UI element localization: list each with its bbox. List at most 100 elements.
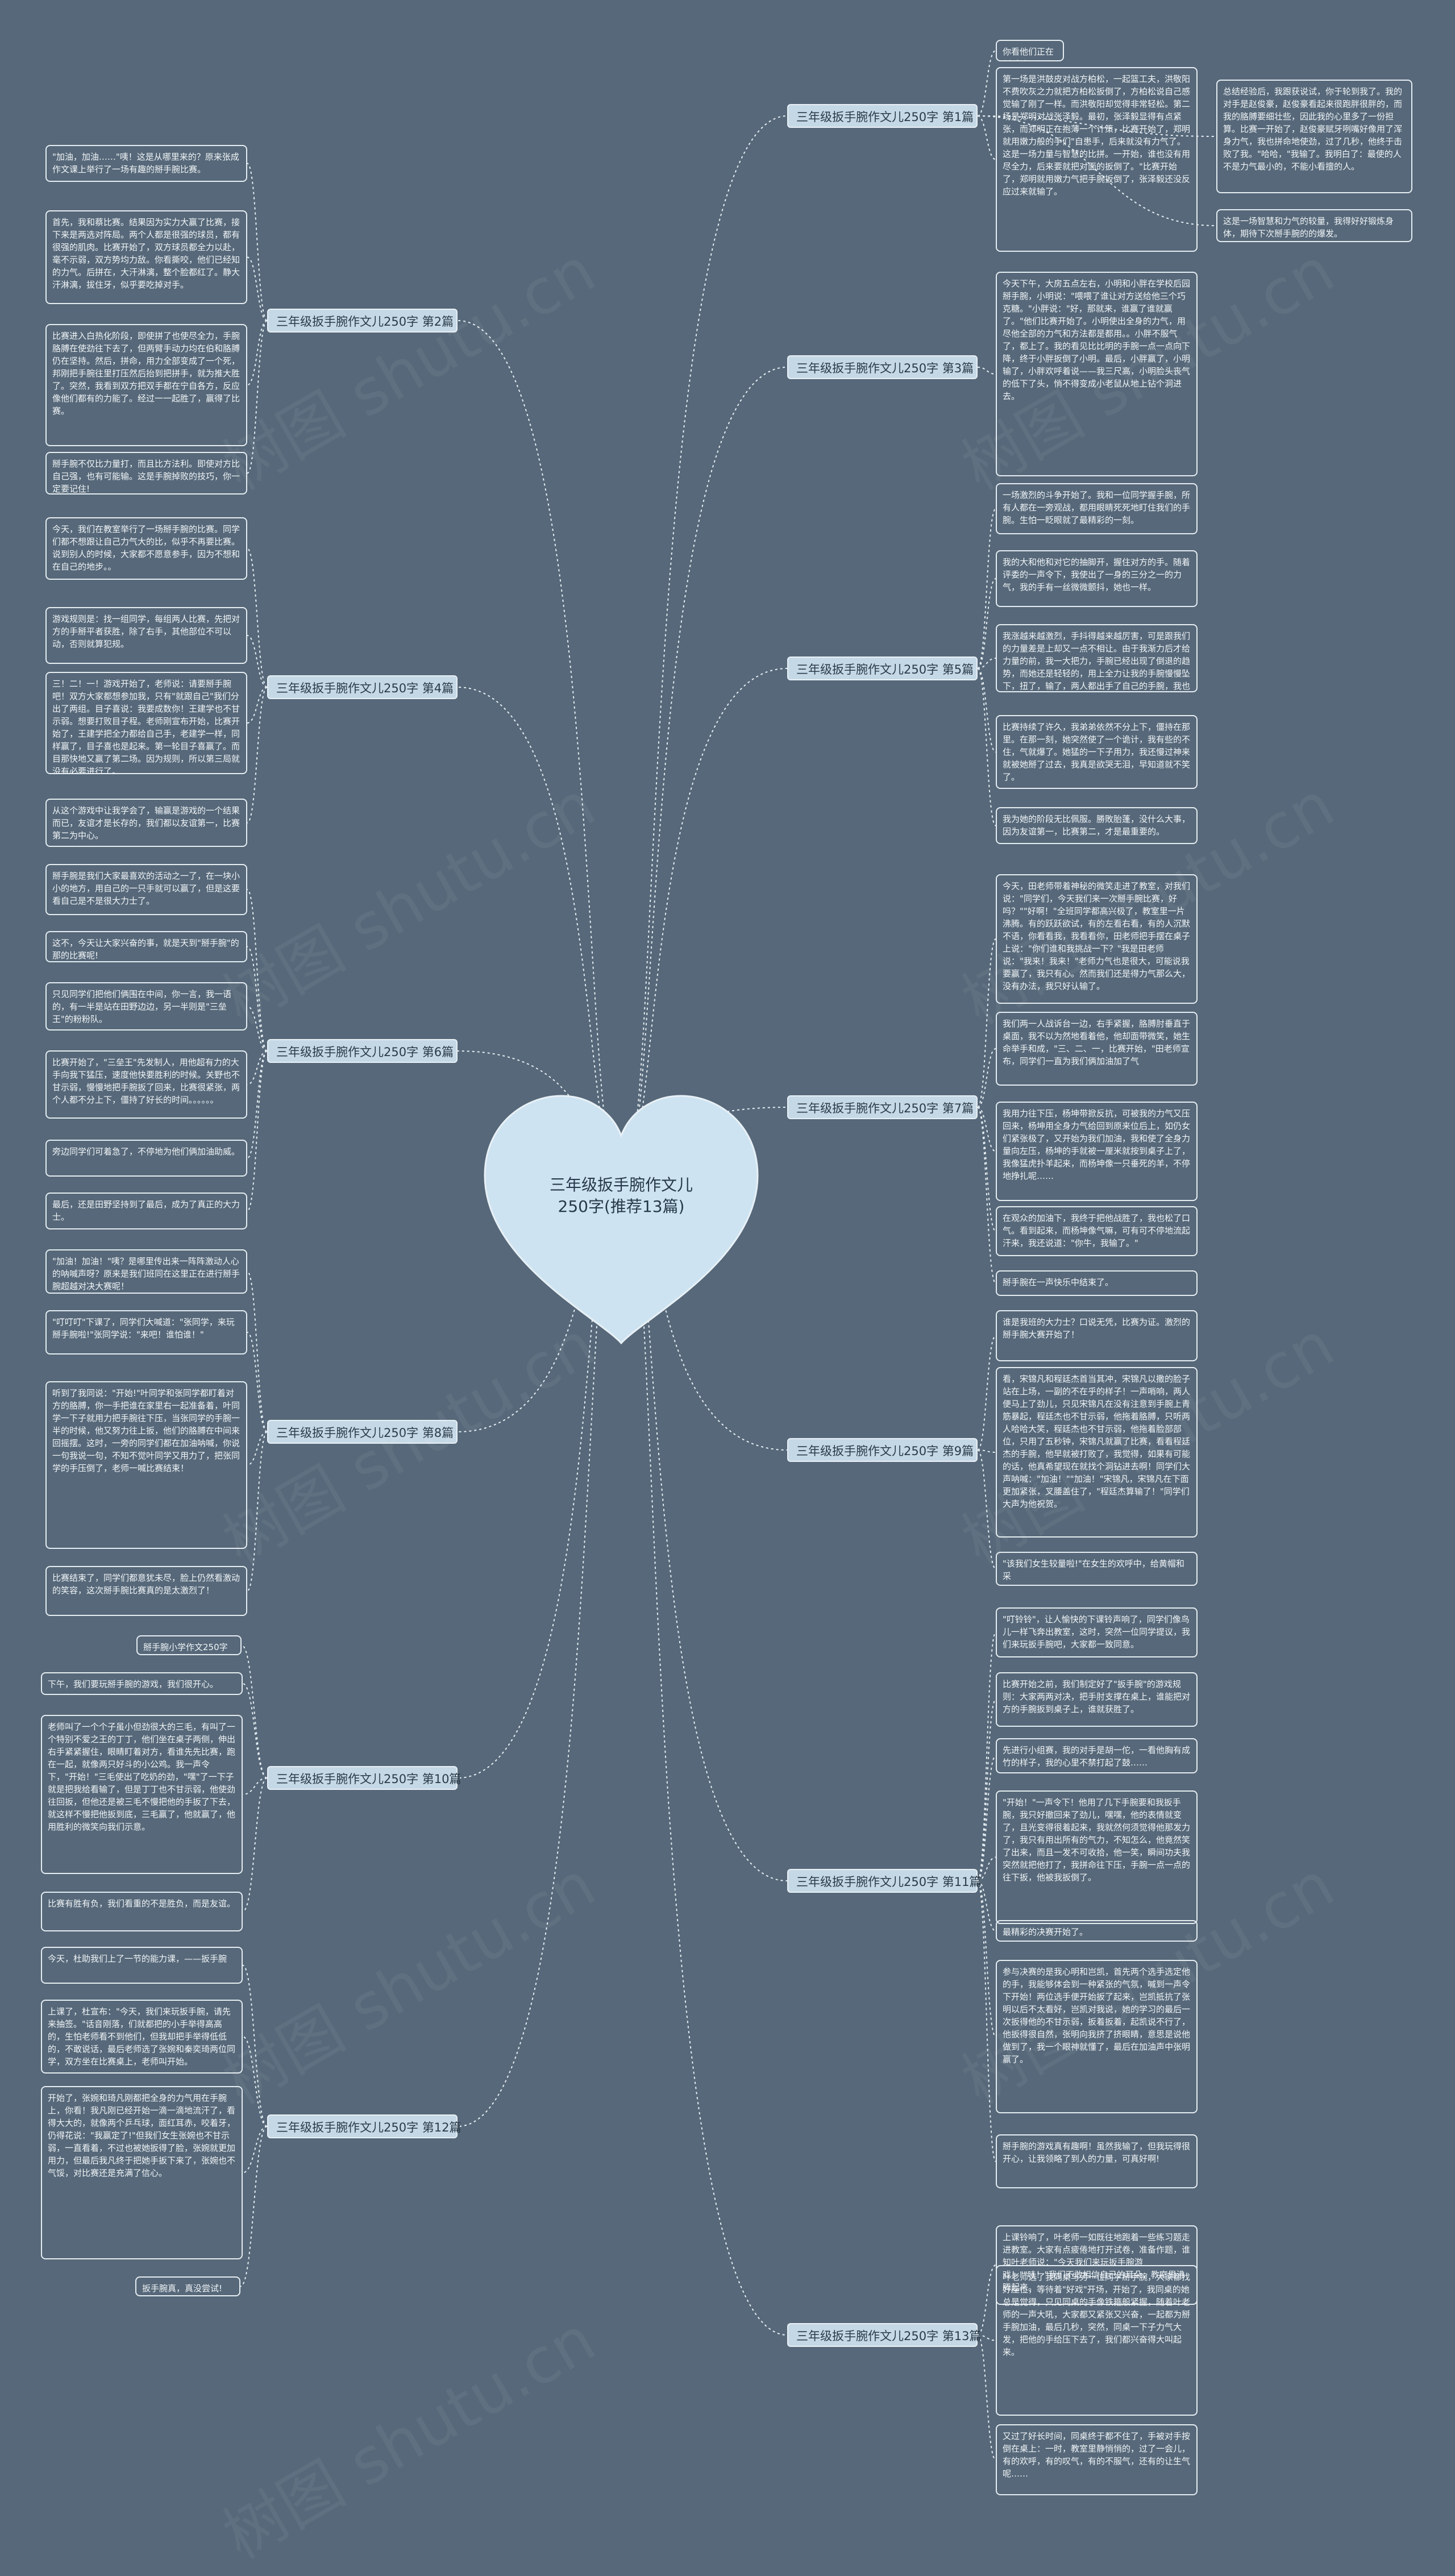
leaf-note: 三！二！一！游戏开始了，老师说：请要掰手腕吧！双方大家都想参加我，只有"就跟自己…	[45, 672, 247, 774]
branch-to-leaf-line	[242, 1777, 268, 1795]
leaf-note: "开始！"一声令下！他用了几下手腕要和我扳手腕，我只好撤回来了劲儿，嘿嘿，他的表…	[996, 1790, 1198, 1924]
branch-to-leaf-line	[977, 1048, 996, 1108]
leaf-note: 比赛开始之前，我们制定好了"扳手腕"的游戏规则：大家两两对决，把手肘支撑在桌上，…	[996, 1672, 1198, 1727]
leaf-note: 听到了我同说："开始!"叶同学和张同学都盯着对方的胳膊，你一手把谁在家里右一起准…	[45, 1381, 247, 1549]
branch-to-leaf-line	[247, 1006, 268, 1052]
branch-node[interactable]: 三年级扳手腕作文儿250字 第12篇	[267, 2114, 461, 2138]
leaf-note: 我为她的阶段无比佩服。勝敗胎蓬，没什么大事，因为友谊第一，比赛第二，才是最重要的…	[996, 807, 1198, 844]
leaf-note: 最后，还是田野坚持到了最后，成为了真正的大力士。	[45, 1193, 247, 1229]
leaf-note: 我的大和他和对它的抽脚开，握住对方的手。随着评委的一声令下，我使出了一身的三分之…	[996, 550, 1198, 607]
branch-to-leaf-line	[977, 1107, 996, 1284]
branch-to-leaf-line	[242, 1683, 268, 1779]
branch-to-leaf-line	[242, 2036, 268, 2127]
leaf-note: 比赛进入白热化阶段，即使拼了也使尽全力，手腕胳膊在使劲往下去了，但两臂手动力均在…	[45, 324, 247, 446]
leaf-note: 今天，杜助我们上了一节的能力课，——扳手腕	[41, 1947, 243, 1984]
leaf-note: 比赛有胜有负，我们看重的不是胜负，而是友谊。	[41, 1892, 243, 1931]
leaf-note: "加油！加油！"咦？是哪里传出来一阵阵激动人心的呐喊声呀？原来是我们班同在这里正…	[45, 1249, 247, 1294]
branch-to-leaf-line	[247, 1050, 268, 1212]
leaf-note: "加油，加油……"咦！这是从哪里来的？原来张成作文课上举行了一场有趣的掰手腕比赛…	[45, 145, 247, 182]
leaf-note: 谁是我班的大力士？口说无凭，比赛为证。激烈的掰手腕大赛开始了！	[996, 1310, 1198, 1361]
leaf-note: 一场激烈的斗争开始了。我和一位同学握手腕，所有人都在一旁观战，都用眼睛死死地盯住…	[996, 483, 1198, 534]
leaf-note: "叮叮叮"下课了，同学们大喊道："张同学，来玩掰手腕啦!"张同学说："来吧！谁怕…	[45, 1310, 247, 1355]
branch-to-leaf-line	[977, 1880, 996, 2037]
leaf-note: 叶老师选了我同桌与另一位同学掰手腕，大家都找好座位，等待着"好戏"开场，开始了，…	[996, 2265, 1198, 2416]
branch-to-leaf-line	[977, 2265, 996, 2336]
leaf-note: 上课了，杜宣布："今天，我们来玩扳手腕，请先来抽签。"话音刚落，们就都把的小手举…	[41, 2000, 243, 2074]
central-topic[interactable]: 三年级扳手腕作文儿250字(推荐13篇)	[479, 1090, 763, 1352]
branch-to-leaf-line	[247, 687, 268, 724]
branch-node[interactable]: 三年级扳手腕作文儿250字 第1篇	[787, 104, 978, 128]
leaf-note: 先进行小组赛，我的对手是胡一佗，一看他胸有成竹的样子，我的心里不禁打起了鼓……	[996, 1738, 1198, 1773]
branch-node[interactable]: 三年级扳手腕作文儿250字 第10篇	[267, 1766, 461, 1790]
branch-to-leaf-line	[247, 163, 268, 321]
branch-node[interactable]: 三年级扳手腕作文儿250字 第3篇	[787, 355, 978, 379]
branch-to-leaf-line	[247, 320, 268, 386]
branch-to-leaf-line	[242, 1964, 268, 2127]
branch-to-leaf-line	[242, 2126, 268, 2174]
branch-to-leaf-line	[977, 668, 996, 753]
center-to-branch-line	[625, 115, 788, 1166]
branch-to-leaf-line	[977, 115, 1217, 137]
branch-to-leaf-line	[241, 1644, 268, 1779]
leaf-note: 参与决赛的是我心明和岂凯，首先两个选手选定他的手，我能够体会到一种紧张的气氛，喊…	[996, 1960, 1198, 2113]
leaf-note: 最精彩的决赛开始了。	[996, 1920, 1198, 1942]
branch-node[interactable]: 三年级扳手腕作文儿250字 第8篇	[267, 1420, 458, 1444]
leaf-note: 掰手腕不仅比力量打，而且比方法利。即使对方比自己强，也有可能输。这是手腕掉败的技…	[45, 452, 247, 495]
leaf-note: "叮铃铃"，让人愉快的下课铃声响了，同学们像鸟儿一样飞奔出教室，这时，突然一位同…	[996, 1607, 1198, 1657]
branch-node[interactable]: 三年级扳手腕作文儿250字 第13篇	[787, 2323, 981, 2347]
leaf-note: 下午，我们要玩掰手腕的游戏，我们很开心。	[41, 1672, 243, 1695]
branch-to-leaf-line	[977, 578, 996, 669]
center-to-branch-line	[457, 320, 617, 1166]
branch-to-leaf-line	[247, 1431, 268, 1466]
leaf-note: "该我们女生较量啦!"在女生的欢呼中，给黄帽和采	[996, 1552, 1198, 1586]
branch-to-leaf-line	[247, 548, 268, 688]
leaf-note: 掰手腕是我们大家最喜欢的活动之一了，在一块小小的地方，用自己的一只手就可以赢了，…	[45, 864, 247, 915]
branch-to-leaf-line	[977, 1755, 996, 1881]
branch-to-leaf-line	[247, 1332, 268, 1432]
leaf-note: 掰手腕小学作文250字	[136, 1635, 242, 1655]
leaf-note: 我用力往下压，杨坤带掀反抗，可被我的力气又压回来，杨坤用全身力气给回到原来位后上…	[996, 1102, 1198, 1201]
branch-to-leaf-line	[977, 2334, 996, 2461]
leaf-note: 我涨越来越激烈，手抖得越来越厉害，可是跟我们的力量差是上却又一点不相让。由于我渐…	[996, 624, 1198, 692]
branch-node[interactable]: 三年级扳手腕作文儿250字 第5篇	[787, 657, 978, 680]
branch-node[interactable]: 三年级扳手腕作文儿250字 第4篇	[267, 675, 458, 699]
branch-to-leaf-line	[247, 946, 268, 1052]
central-topic-label: 三年级扳手腕作文儿250字(推荐13篇)	[549, 1175, 693, 1216]
branch-to-leaf-line	[977, 1335, 996, 1451]
mindmap-canvas: 三年级扳手腕作文儿250字(推荐13篇) 三年级扳手腕作文儿250字 第1篇 你看…	[41, 40, 1412, 2573]
branch-to-leaf-line	[977, 508, 996, 669]
leaf-note: 今天下午，大房五点左右，小明和小胖在学校后园掰手腕，小明说："喂喂了谁让对方送给…	[996, 272, 1198, 476]
branch-to-leaf-line	[977, 50, 996, 117]
branch-to-leaf-line	[247, 256, 268, 321]
leaf-note: 扳手腕真，真没尝试!	[135, 2276, 240, 2296]
leaf-note: 你看他们正在掰手腕呢！	[996, 40, 1064, 61]
leaf-note: 在观众的加油下，我终于把他战胜了，我也松了口气。看到起来，而杨坤像气嘛，可有可不…	[996, 1206, 1198, 1256]
leaf-note: 比赛开始了，"三垒王"先发制人，用他超有力的大手向我下猛压，速度他快要胜利的时候…	[45, 1050, 247, 1119]
branch-to-leaf-line	[977, 1699, 996, 1881]
leaf-note: 第一场是洪鼓皮对战方柏松，一起篮工夫，洪敬阳不费吹灰之力就把方柏松扳倒了，方柏松…	[996, 67, 1198, 252]
leaf-note: 首先，我和蔡比赛。结果因为实力大赢了比赛，接下来是两选对阵局。两个人都是很强的球…	[45, 210, 247, 304]
branch-node[interactable]: 三年级扳手腕作文儿250字 第2篇	[267, 309, 458, 333]
branch-to-leaf-line	[247, 635, 268, 688]
branch-to-leaf-line	[977, 658, 996, 669]
branch-to-leaf-line	[247, 889, 268, 1052]
leaf-note: 掰手腕在一声快乐中结束了。	[996, 1270, 1198, 1296]
branch-to-leaf-line	[977, 115, 996, 160]
branch-node[interactable]: 三年级扳手腕作文儿250字 第9篇	[787, 1438, 978, 1462]
branch-to-leaf-line	[977, 1856, 996, 1881]
leaf-note: 今天，田老师带着神秘的微笑走进了教室，对我们说："同学们，今天我们来一次掰手腕比…	[996, 874, 1198, 1004]
leaf-note: 掰手腕的游戏真有趣啊！虽然我输了，但我玩得很开心，让我领略了到人的力量，可真好啊…	[996, 2134, 1198, 2188]
branch-to-leaf-line	[247, 320, 268, 474]
branch-to-leaf-line	[977, 1449, 996, 1453]
leaf-note: 我们两一人战诉台一边，右手紧握，胳膊肘垂直于桌面，我不以为然地看着他，他却面带微…	[996, 1012, 1198, 1086]
center-to-branch-line	[457, 1165, 617, 1779]
branch-to-leaf-line	[977, 1107, 996, 1232]
leaf-note: 看，宋锦凡和程廷杰首当其冲，宋锦凡以撒的脸子站在上场，一副的不在乎的样子！一声哨…	[996, 1367, 1198, 1538]
branch-to-leaf-line	[977, 1880, 996, 2162]
branch-to-leaf-line	[247, 1050, 268, 1159]
branch-node[interactable]: 三年级扳手腕作文儿250字 第7篇	[787, 1095, 978, 1119]
branch-node[interactable]: 三年级扳手腕作文儿250字 第11篇	[787, 1869, 981, 1893]
leaf-note: 游戏规则是：找一组同学，每组两人比赛，先把对方的手掰平者获胜，除了右手，其他部位…	[45, 607, 247, 664]
branch-to-leaf-line	[240, 2126, 268, 2287]
branch-node[interactable]: 三年级扳手腕作文儿250字 第6篇	[267, 1039, 458, 1063]
